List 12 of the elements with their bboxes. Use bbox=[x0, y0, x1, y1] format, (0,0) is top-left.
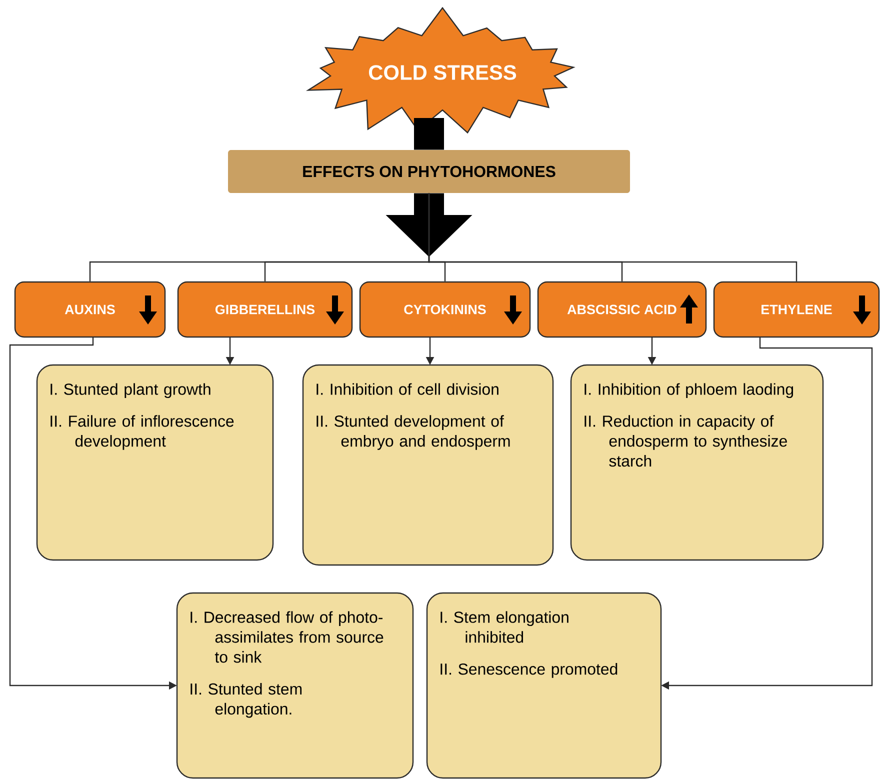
banner-box: EFFECTS ON PHYTOHORMONES bbox=[228, 150, 630, 193]
effect-box: I. Inhibition of phloem laoding II. Reduction in capacity of endosperm to synthesize starch bbox=[570, 364, 824, 561]
hormone-box: AUXINS bbox=[14, 281, 166, 338]
hormone-box: ABSCISSIC ACID bbox=[537, 281, 707, 338]
effect-box: I. Stunted plant growth II. Failure of inflorescence development bbox=[36, 364, 274, 561]
effect-box: I. Inhibition of cell division II. Stunted development of embryo and endosperm bbox=[302, 364, 554, 566]
branch-line bbox=[428, 193, 798, 282]
hormone-box: ETHYLENE bbox=[713, 281, 880, 338]
hormone-box: GIBBERELLINS bbox=[177, 281, 353, 338]
effect-box: I. Stem elongation inhibited II. Senescence promoted bbox=[426, 592, 662, 779]
hormone-box: CYTOKININS bbox=[359, 281, 531, 338]
effect-box: I. Decreased flow of photo-assimilates from source to sink II. Stunted stem elongation. bbox=[176, 592, 414, 779]
